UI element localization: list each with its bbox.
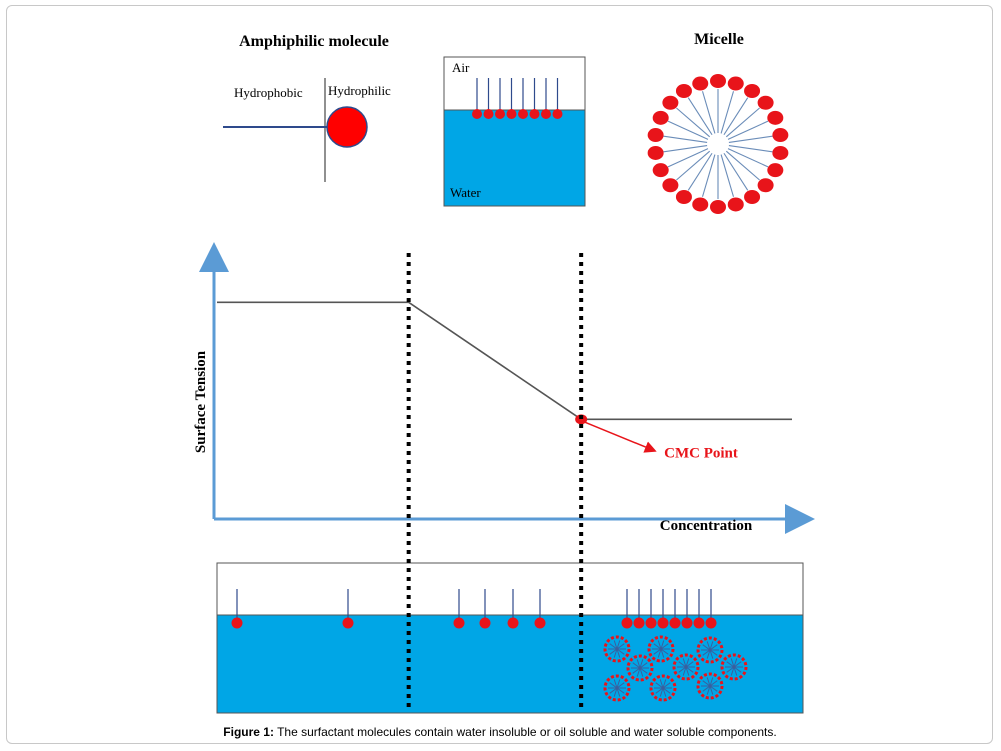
surfactant-head [553, 109, 563, 119]
micelle-head [758, 178, 774, 192]
micelle-head [772, 128, 788, 142]
surfactant-head [530, 109, 540, 119]
surfactant-head [622, 618, 633, 629]
surfactant-head [232, 618, 243, 629]
x-axis-label: Concentration [660, 518, 753, 534]
micelle [648, 74, 789, 214]
surfactant-head [518, 109, 528, 119]
water-label: Water [450, 185, 481, 200]
figure-caption: Figure 1: The surfactant molecules conta… [223, 725, 776, 739]
chart-series [217, 302, 792, 424]
surfactant-head [454, 618, 465, 629]
y-axis-label: Surface Tension [193, 350, 209, 453]
interface-panel: Air Water [444, 57, 585, 206]
micelle-tail [664, 146, 708, 152]
micelle-head [744, 190, 760, 204]
micelle-head [648, 146, 664, 160]
surfactant-head [480, 618, 491, 629]
micelle-head [692, 77, 708, 91]
surfactant-head [507, 109, 517, 119]
surfactant-head [670, 618, 681, 629]
amphiphile-panel: Amphiphilic molecule Hydrophobic Hydroph… [223, 33, 391, 182]
surfactant-head [343, 618, 354, 629]
micelle-tail [703, 91, 715, 133]
micelle-head [767, 111, 783, 125]
surfactant-head [472, 109, 482, 119]
micelle-tail [664, 136, 708, 142]
surfactant-head [706, 618, 717, 629]
caption-text: The surfactant molecules contain water i… [274, 725, 777, 739]
air-label: Air [452, 60, 470, 75]
bottom-panel [217, 563, 803, 713]
micelle-tail [729, 136, 773, 142]
micelle-head [728, 77, 744, 91]
micelle-head [744, 84, 760, 98]
surfactant-head [646, 618, 657, 629]
micelle-tail [721, 91, 733, 133]
micelle-head [772, 146, 788, 160]
micelle-title: Micelle [694, 31, 744, 48]
bottom-water [217, 615, 803, 713]
micelle-head [758, 96, 774, 110]
hydrophobic-label: Hydrophobic [234, 85, 303, 100]
micelle-head [676, 190, 692, 204]
surfactant-head [682, 618, 693, 629]
micelle-head [653, 163, 669, 177]
micelle-head [710, 74, 726, 88]
hydrophilic-label: Hydrophilic [328, 83, 391, 98]
surfactant-head [634, 618, 645, 629]
surfactant-head [541, 109, 551, 119]
amphiphile-title: Amphiphilic molecule [239, 33, 389, 50]
micelle-head [692, 197, 708, 211]
micelle-head [648, 128, 664, 142]
surfactant-head [658, 618, 669, 629]
surfactant-head [508, 618, 519, 629]
cmc-arrow [585, 422, 651, 449]
caption-label: Figure 1: [223, 725, 274, 739]
micelle-panel: Micelle [648, 31, 789, 214]
micelle-tail [703, 155, 715, 197]
micelle-head [728, 197, 744, 211]
surfactant-head [694, 618, 705, 629]
bottom-air [217, 563, 803, 615]
micelle-head [662, 96, 678, 110]
micelle-head [676, 84, 692, 98]
micelle-tail [729, 146, 773, 152]
micelle-head [653, 111, 669, 125]
surfactant-head [495, 109, 505, 119]
micelle-head [767, 163, 783, 177]
surface-tension-line [217, 302, 792, 419]
micelle-tail [721, 155, 733, 197]
surfactant-head [535, 618, 546, 629]
micelle-head [662, 178, 678, 192]
cmc-label: CMC Point [664, 445, 738, 461]
surface-tension-chart: Surface Tension Concentration CMC Point [193, 257, 800, 534]
micelle-head [710, 200, 726, 214]
surfactant-head [484, 109, 494, 119]
hydrophilic-head [327, 107, 367, 147]
